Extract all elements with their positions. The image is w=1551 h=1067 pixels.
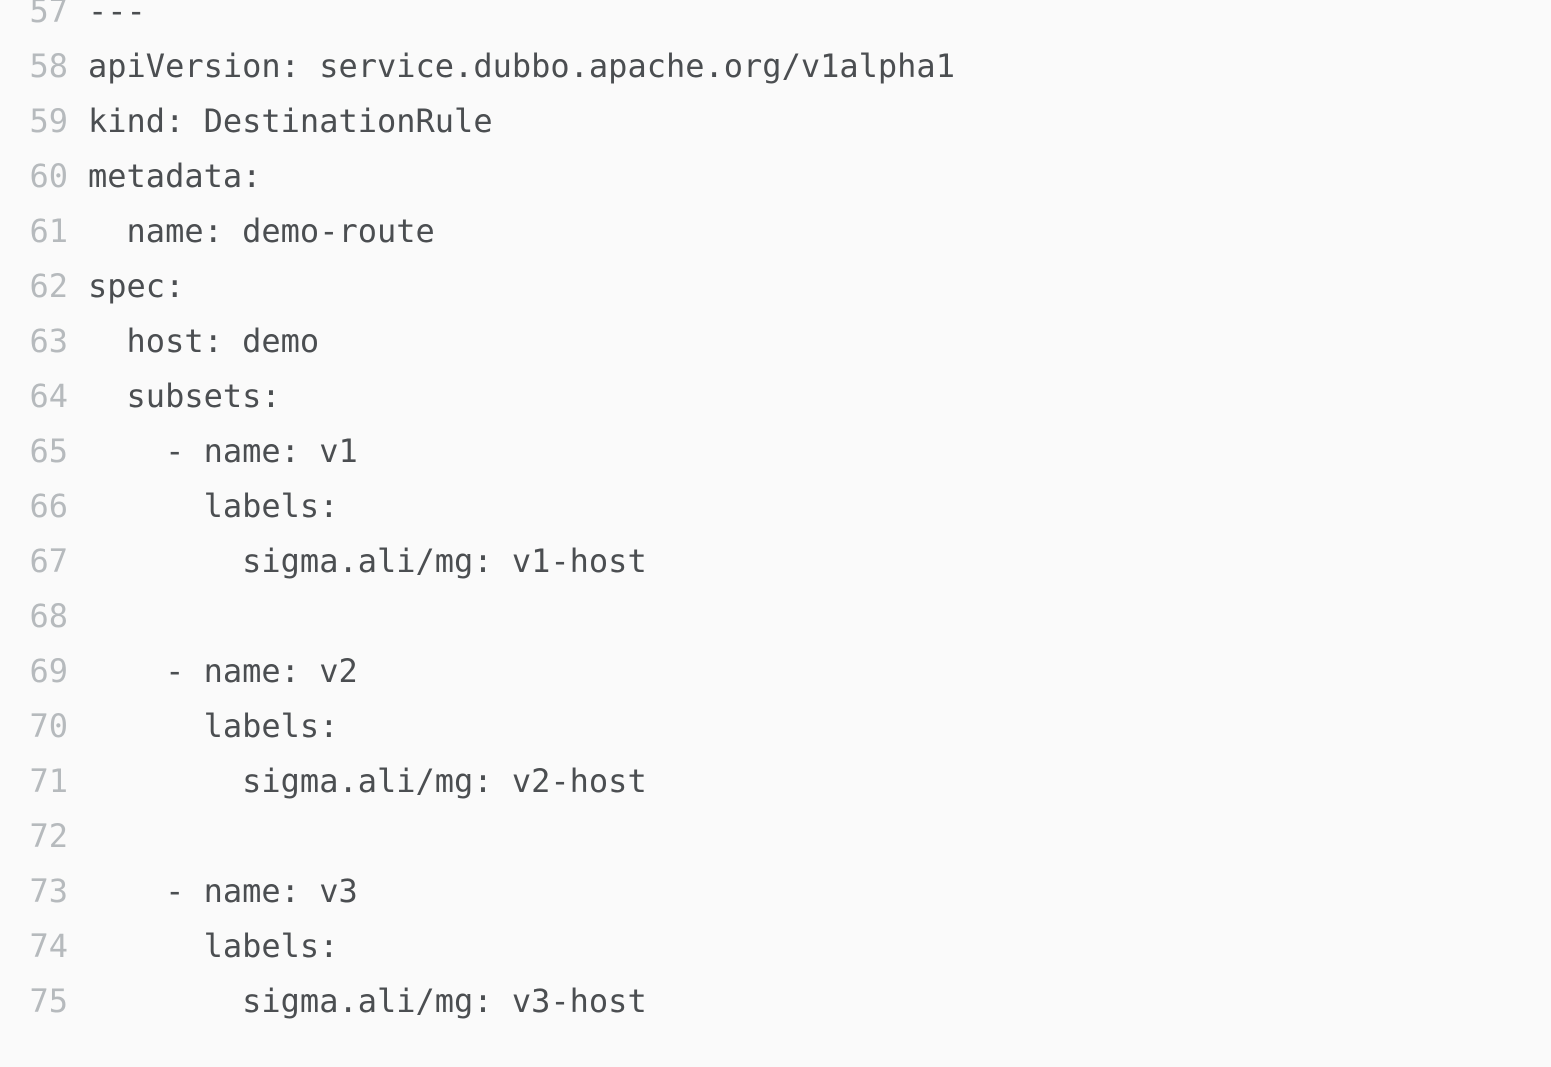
code-text: subsets: [88,377,281,415]
code-text: - name: v2 [88,652,358,690]
code-line: 62 spec: [0,259,1551,314]
code-text [68,589,88,644]
code-line: 59 kind: DestinationRule [0,94,1551,149]
code-line: 67 sigma.ali/mg: v1-host [0,534,1551,589]
code-line: 68 [0,589,1551,644]
line-number: 65 [29,432,68,470]
code-text: spec: [88,267,185,305]
code-line: 69 - name: v2 [0,644,1551,699]
code-text: name: demo-route [88,212,435,250]
code-text: host: demo [88,322,320,360]
line-number: 71 [29,762,68,800]
line-number: 70 [29,707,68,745]
line-number: 58 [29,47,68,85]
line-number: 72 [29,817,68,855]
line-number: 60 [29,157,68,195]
code-line: 57 --- [0,0,1551,39]
code-text: labels: [88,927,339,965]
code-lines: 57 --- 58 apiVersion: service.dubbo.apache… [0,0,1551,1029]
code-text: sigma.ali/mg: v2-host [88,762,647,800]
code-text [68,809,88,864]
line-number: 69 [29,652,68,690]
code-text: sigma.ali/mg: v1-host [88,542,647,580]
code-line: 66 labels: [0,479,1551,534]
line-number: 68 [29,597,68,635]
code-line: 75 sigma.ali/mg: v3-host [0,974,1551,1029]
line-number: 57 [29,0,68,30]
line-number: 59 [29,102,68,140]
line-number: 66 [29,487,68,525]
line-number: 74 [29,927,68,965]
line-number: 73 [29,872,68,910]
code-line: 58 apiVersion: service.dubbo.apache.org/v… [0,39,1551,94]
line-number: 63 [29,322,68,360]
code-line: 73 - name: v3 [0,864,1551,919]
code-line: 61 name: demo-route [0,204,1551,259]
line-number: 64 [29,377,68,415]
line-number: 67 [29,542,68,580]
code-text: labels: [88,707,339,745]
code-text: - name: v1 [88,432,358,470]
code-text: apiVersion: service.dubbo.apache.org/v1a… [88,47,955,85]
code-line: 72 [0,809,1551,864]
code-line: 71 sigma.ali/mg: v2-host [0,754,1551,809]
code-line: 60 metadata: [0,149,1551,204]
code-text: sigma.ali/mg: v3-host [88,982,647,1020]
code-line: 74 labels: [0,919,1551,974]
code-text: kind: DestinationRule [88,102,493,140]
line-number: 61 [29,212,68,250]
line-number: 75 [29,982,68,1020]
line-number: 62 [29,267,68,305]
code-line: 65 - name: v1 [0,424,1551,479]
code-text: metadata: [88,157,262,195]
code-line: 70 labels: [0,699,1551,754]
code-line: 64 subsets: [0,369,1551,424]
code-line: 63 host: demo [0,314,1551,369]
code-text: labels: [88,487,339,525]
code-text: - name: v3 [88,872,358,910]
code-text: --- [88,0,146,30]
